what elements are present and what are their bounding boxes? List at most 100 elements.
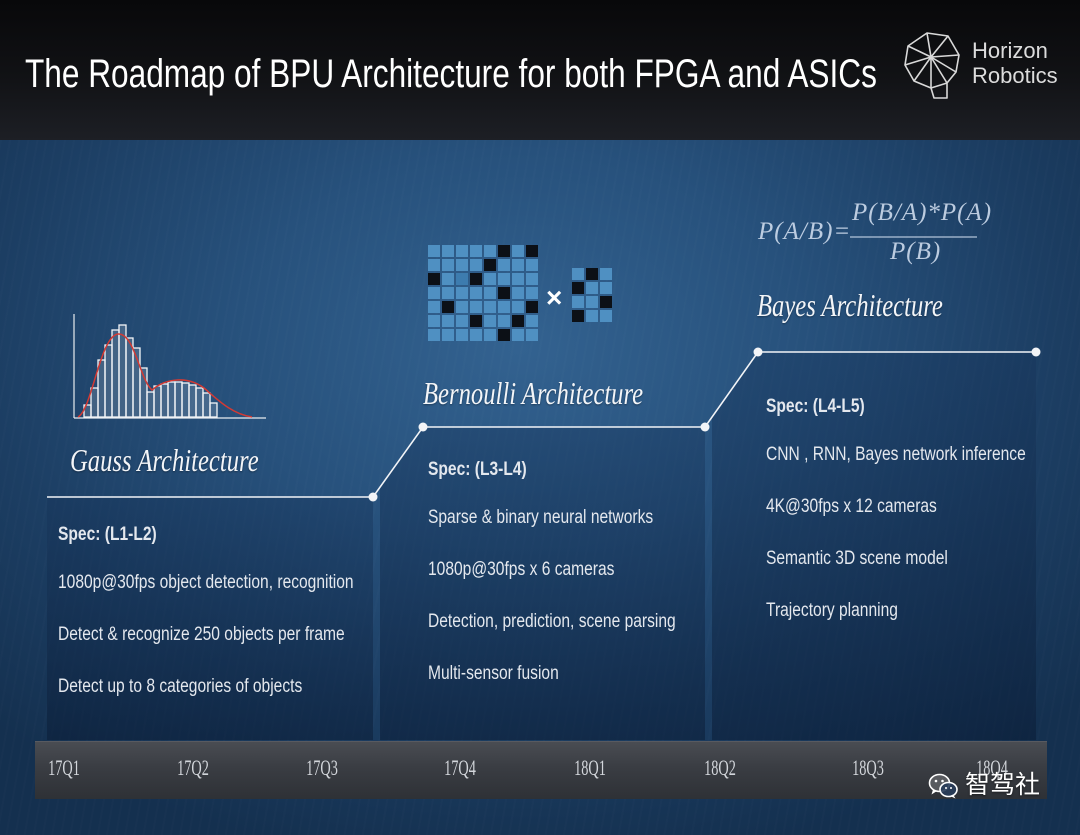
matrix-cell <box>600 282 612 294</box>
histogram-bar <box>188 384 197 418</box>
matrix-cell <box>526 315 538 327</box>
matrix-cell <box>470 245 482 257</box>
milestone-dot <box>753 347 763 357</box>
matrix-cell <box>572 282 584 294</box>
formula-numerator: P(B/A)*P(A) <box>852 199 993 226</box>
histogram-bar <box>160 383 169 418</box>
matrix-cell <box>428 245 440 257</box>
matrix-cell <box>512 329 524 341</box>
spec-item: 1080p@30fps x 6 cameras <box>428 559 615 580</box>
panel-bernoulli <box>380 427 705 740</box>
spec-item: Semantic 3D scene model <box>766 548 948 569</box>
histogram-bar <box>118 324 127 418</box>
matrix-cell <box>498 301 510 313</box>
matrix-cell <box>484 315 496 327</box>
small-matrix-icon <box>572 268 612 322</box>
matrix-cell <box>526 245 538 257</box>
spec-label: Spec: (L4-L5) <box>766 396 865 417</box>
horizon-robotics-head-icon <box>904 32 960 99</box>
matrix-cell <box>512 245 524 257</box>
matrix-cell <box>456 259 468 271</box>
matrix-cell <box>456 329 468 341</box>
spec-item: Trajectory planning <box>766 600 898 621</box>
matrix-cell <box>512 259 524 271</box>
multiply-symbol: × <box>546 282 563 313</box>
matrix-cell <box>600 268 612 280</box>
brand-name-line1: Horizon <box>972 38 1048 63</box>
timeline-quarter-label: 18Q2 <box>704 755 736 780</box>
matrix-cell <box>470 287 482 299</box>
spec-item: Sparse & binary neural networks <box>428 507 654 528</box>
matrix-cell <box>470 315 482 327</box>
spec-label: Spec: (L1-L2) <box>58 524 157 545</box>
matrix-cell <box>498 273 510 285</box>
spec-list-bernoulli: Spec: (L3-L4) Sparse & binary neural net… <box>428 459 730 685</box>
watermark: 智驾社 <box>928 770 1046 802</box>
histogram-bar <box>167 381 176 418</box>
slide-header: The Roadmap of BPU Architecture for both… <box>0 0 1080 140</box>
matrix-cell <box>526 329 538 341</box>
spec-item: CNN , RNN, Bayes network inference <box>766 444 1026 465</box>
matrix-cell <box>470 329 482 341</box>
histogram-bar <box>146 391 155 418</box>
histogram-bar <box>111 329 120 418</box>
timeline-quarter-label: 17Q3 <box>306 755 338 780</box>
histogram-bar <box>202 392 211 418</box>
spec-item: Detect up to 8 categories of objects <box>58 676 303 697</box>
matrix-cell <box>498 245 510 257</box>
matrix-cell <box>442 245 454 257</box>
matrix-cell <box>512 287 524 299</box>
matrix-cell <box>442 259 454 271</box>
spec-item: Multi-sensor fusion <box>428 663 559 684</box>
milestone-dot <box>368 492 378 502</box>
matrix-cell <box>498 259 510 271</box>
matrix-cell <box>586 268 598 280</box>
matrix-cell <box>456 287 468 299</box>
architecture-title-gauss: Gauss Architecture <box>70 442 259 478</box>
matrix-cell <box>498 329 510 341</box>
timeline-bar: 17Q1 17Q2 17Q3 17Q4 18Q1 18Q2 18Q3 18Q4 <box>35 741 1047 799</box>
histogram-bar <box>104 344 113 418</box>
spec-item: Detection, prediction, scene parsing <box>428 611 676 632</box>
matrix-cell <box>470 273 482 285</box>
matrix-cell <box>484 259 496 271</box>
matrix-cell <box>428 287 440 299</box>
matrix-cell <box>456 273 468 285</box>
matrix-cell <box>470 259 482 271</box>
matrix-cell <box>526 273 538 285</box>
milestone-dot <box>700 422 710 432</box>
distribution-curve <box>77 333 253 418</box>
timeline-quarter-label: 18Q3 <box>852 755 884 780</box>
matrix-cell <box>526 287 538 299</box>
spec-item: 4K@30fps x 12 cameras <box>766 496 937 517</box>
histogram-bar <box>90 387 99 418</box>
matrix-cell <box>484 273 496 285</box>
matrix-cell <box>512 273 524 285</box>
matrix-cell <box>442 315 454 327</box>
matrix-cell <box>442 329 454 341</box>
histogram-bar <box>195 387 204 418</box>
matrix-cell <box>428 329 440 341</box>
matrix-cell <box>456 301 468 313</box>
histogram-bar <box>125 337 134 418</box>
brand-name-line2: Robotics <box>972 63 1058 88</box>
formula-lhs: P(A/B)= <box>758 218 852 245</box>
matrix-cell <box>586 282 598 294</box>
matrix-cell <box>442 301 454 313</box>
milestone-dot <box>1031 347 1041 357</box>
histogram-bars <box>83 324 218 418</box>
formula-denominator: P(B) <box>890 238 942 265</box>
matrix-cell <box>512 315 524 327</box>
timeline-quarter-label: 18Q4 <box>976 755 1008 780</box>
matrix-cell <box>512 301 524 313</box>
sparse-matrix-icon <box>428 245 538 341</box>
matrix-cell <box>586 296 598 308</box>
timeline-quarter-label: 18Q1 <box>574 755 606 780</box>
histogram-bar <box>153 385 162 418</box>
spec-item: 1080p@30fps object detection, recognitio… <box>58 572 354 593</box>
matrix-cell <box>428 301 440 313</box>
watermark-text: 智驾社 <box>965 770 1041 799</box>
matrix-cell <box>456 245 468 257</box>
timeline-quarter-label: 17Q2 <box>177 755 209 780</box>
timeline-quarter-label: 17Q4 <box>444 755 476 780</box>
